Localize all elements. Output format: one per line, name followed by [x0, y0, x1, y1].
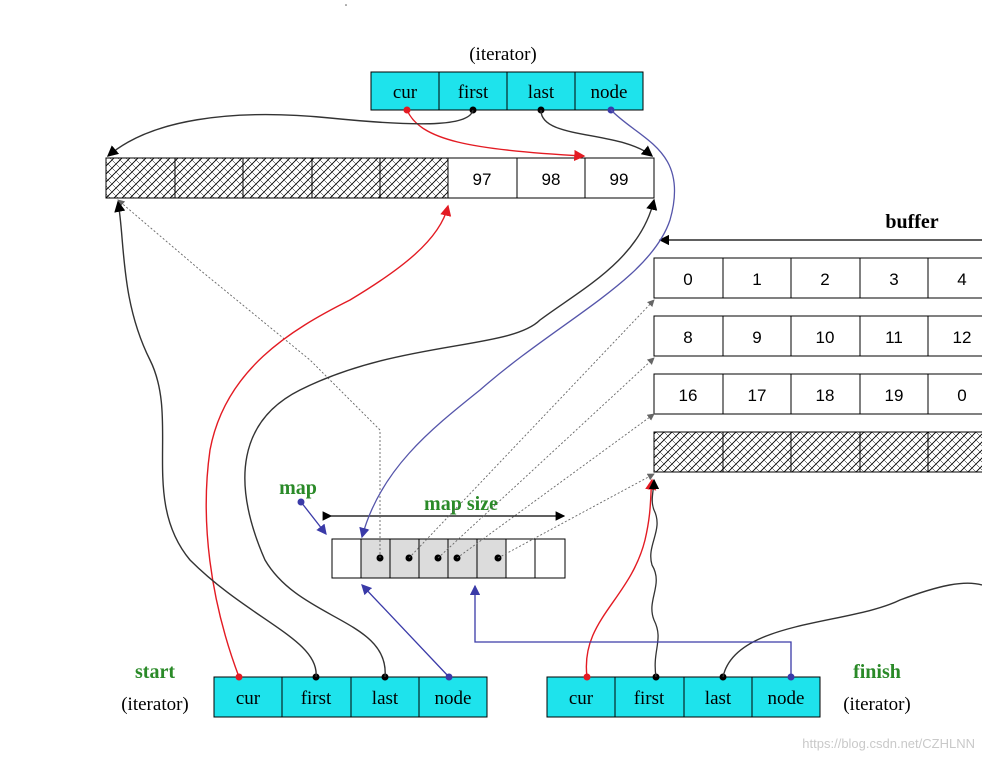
top-buffer-used-cell	[379, 157, 449, 199]
start-first-pointer	[114, 200, 317, 678]
buffer-value: 2	[820, 270, 829, 289]
start-first-label: first	[301, 688, 332, 709]
buffer-value: 0	[957, 386, 966, 405]
start-label: start	[135, 661, 175, 683]
top-buffer-cell	[516, 157, 586, 199]
buffer-row-2: 16 17 18 19 0	[653, 373, 982, 415]
top-buffer: 97 98 99	[105, 157, 655, 199]
top-last-pointer	[540, 109, 654, 157]
top-buffer-used-cell	[311, 157, 381, 199]
top-buffer-used-cell	[174, 157, 244, 199]
start-last-label: last	[372, 688, 399, 709]
buffer-value: 4	[957, 270, 966, 289]
top-node-pointer	[359, 109, 676, 539]
start-iterator: cur first last node	[213, 673, 488, 718]
map-pointer	[300, 501, 327, 536]
buffer-value: 1	[752, 270, 761, 289]
finish-node-label: node	[768, 688, 805, 709]
top-iterator-first-label: first	[458, 82, 489, 103]
top-iterator: cur first last node	[370, 71, 644, 114]
top-buffer-value: 99	[610, 170, 629, 189]
buffer-value: 17	[748, 386, 767, 405]
top-iterator-title: (iterator)	[469, 44, 537, 65]
top-buffer-value: 98	[542, 170, 561, 189]
map-label: map	[279, 477, 317, 499]
start-cur-label: cur	[236, 688, 261, 709]
finish-first-pointer	[648, 478, 660, 678]
top-buffer-cell	[584, 157, 655, 199]
buffer-label: buffer	[885, 211, 938, 233]
finish-iterator: cur first last node	[546, 673, 821, 718]
start-sub-label: (iterator)	[121, 694, 189, 715]
top-buffer-value: 97	[473, 170, 492, 189]
buffer-value: 11	[885, 328, 903, 347]
watermark: https://blog.csdn.net/CZHLNN	[802, 736, 975, 751]
buffer-value: 18	[816, 386, 835, 405]
buffer-row-0: 0 1 2 3 4	[653, 257, 982, 299]
finish-last-label: last	[705, 688, 732, 709]
top-iterator-cur-cell	[370, 71, 440, 111]
buffer-row-3-hatched	[653, 431, 982, 473]
finish-first-label: first	[634, 688, 665, 709]
buffer-value: 3	[889, 270, 898, 289]
map-size-label: map size	[424, 493, 498, 515]
map-array	[331, 538, 566, 579]
top-iterator-last-label: last	[528, 82, 555, 103]
top-first-pointer	[106, 109, 474, 157]
buffer-value: 0	[683, 270, 692, 289]
start-cur-pointer	[205, 204, 452, 678]
finish-label: finish	[853, 661, 901, 683]
top-buffer-used-cell	[105, 157, 176, 199]
finish-node-pointer	[469, 584, 792, 677]
start-last-pointer	[244, 198, 658, 678]
buffer-value: 9	[752, 328, 761, 347]
top-cur-pointer	[406, 109, 586, 162]
start-node-pointer	[361, 584, 450, 678]
map-to-buffer-links	[117, 199, 655, 559]
finish-last-pointer	[722, 582, 982, 678]
top-iterator-node-cell	[574, 71, 644, 111]
buffer-value: 16	[679, 386, 698, 405]
finish-cur-label: cur	[569, 688, 594, 709]
top-iterator-first-cell	[438, 71, 508, 111]
buffer-value: 10	[816, 328, 835, 347]
top-iterator-node-label: node	[591, 82, 628, 103]
buffer-row-1: 8 9 10 11 12	[653, 315, 982, 357]
buffer-value: 12	[953, 328, 972, 347]
top-iterator-cur-label: cur	[393, 82, 418, 103]
stray-dot	[345, 4, 347, 6]
top-buffer-used-cell	[242, 157, 313, 199]
finish-cur-pointer	[585, 478, 657, 678]
top-buffer-cell	[447, 157, 518, 199]
buffer-value: 8	[683, 328, 692, 347]
top-iterator-last-cell	[506, 71, 576, 111]
buffer-value: 19	[885, 386, 904, 405]
finish-sub-label: (iterator)	[843, 694, 911, 715]
start-node-label: node	[435, 688, 472, 709]
